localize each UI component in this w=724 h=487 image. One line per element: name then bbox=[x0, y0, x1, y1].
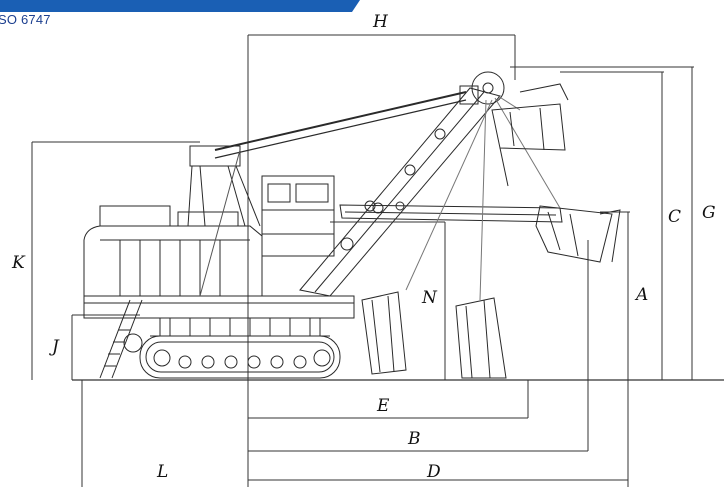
label-n: N bbox=[421, 288, 438, 308]
boom-point-sheave bbox=[471, 71, 505, 105]
dimension-b bbox=[248, 240, 589, 452]
label-h: H bbox=[372, 12, 389, 32]
dimension-j bbox=[71, 314, 140, 380]
label-e: E bbox=[376, 396, 390, 416]
label-b: B bbox=[407, 429, 421, 449]
label-a: A bbox=[634, 285, 648, 305]
dimension-c bbox=[560, 71, 664, 380]
bucket-low bbox=[361, 291, 407, 375]
dimension-d bbox=[248, 380, 629, 487]
dimension-h bbox=[247, 34, 516, 487]
label-g: G bbox=[702, 203, 716, 223]
bucket-high bbox=[491, 83, 569, 187]
dimension-n bbox=[330, 221, 446, 380]
dimension-a bbox=[600, 211, 630, 380]
bucket-main bbox=[535, 205, 621, 263]
standard-label: SO 6747 bbox=[0, 12, 51, 27]
crawler-track bbox=[139, 335, 341, 379]
label-k: K bbox=[11, 253, 26, 273]
dimension-k bbox=[31, 141, 200, 380]
header-banner bbox=[0, 0, 360, 12]
gantry bbox=[187, 85, 479, 227]
boom bbox=[299, 71, 505, 297]
label-d: D bbox=[426, 462, 441, 482]
machinery-house bbox=[83, 205, 263, 297]
hoist-ropes bbox=[405, 95, 561, 301]
label-j: J bbox=[49, 337, 60, 357]
dipper-handle bbox=[339, 200, 563, 223]
dimension-g bbox=[510, 66, 694, 380]
rear-ladder bbox=[99, 299, 143, 379]
operator-cab bbox=[261, 175, 335, 257]
label-l: L bbox=[156, 462, 168, 482]
dimension-e bbox=[248, 380, 529, 419]
label-c: C bbox=[668, 207, 681, 227]
excavator-drawing bbox=[83, 71, 621, 379]
car-body bbox=[159, 317, 321, 337]
bucket-ground bbox=[455, 297, 507, 379]
